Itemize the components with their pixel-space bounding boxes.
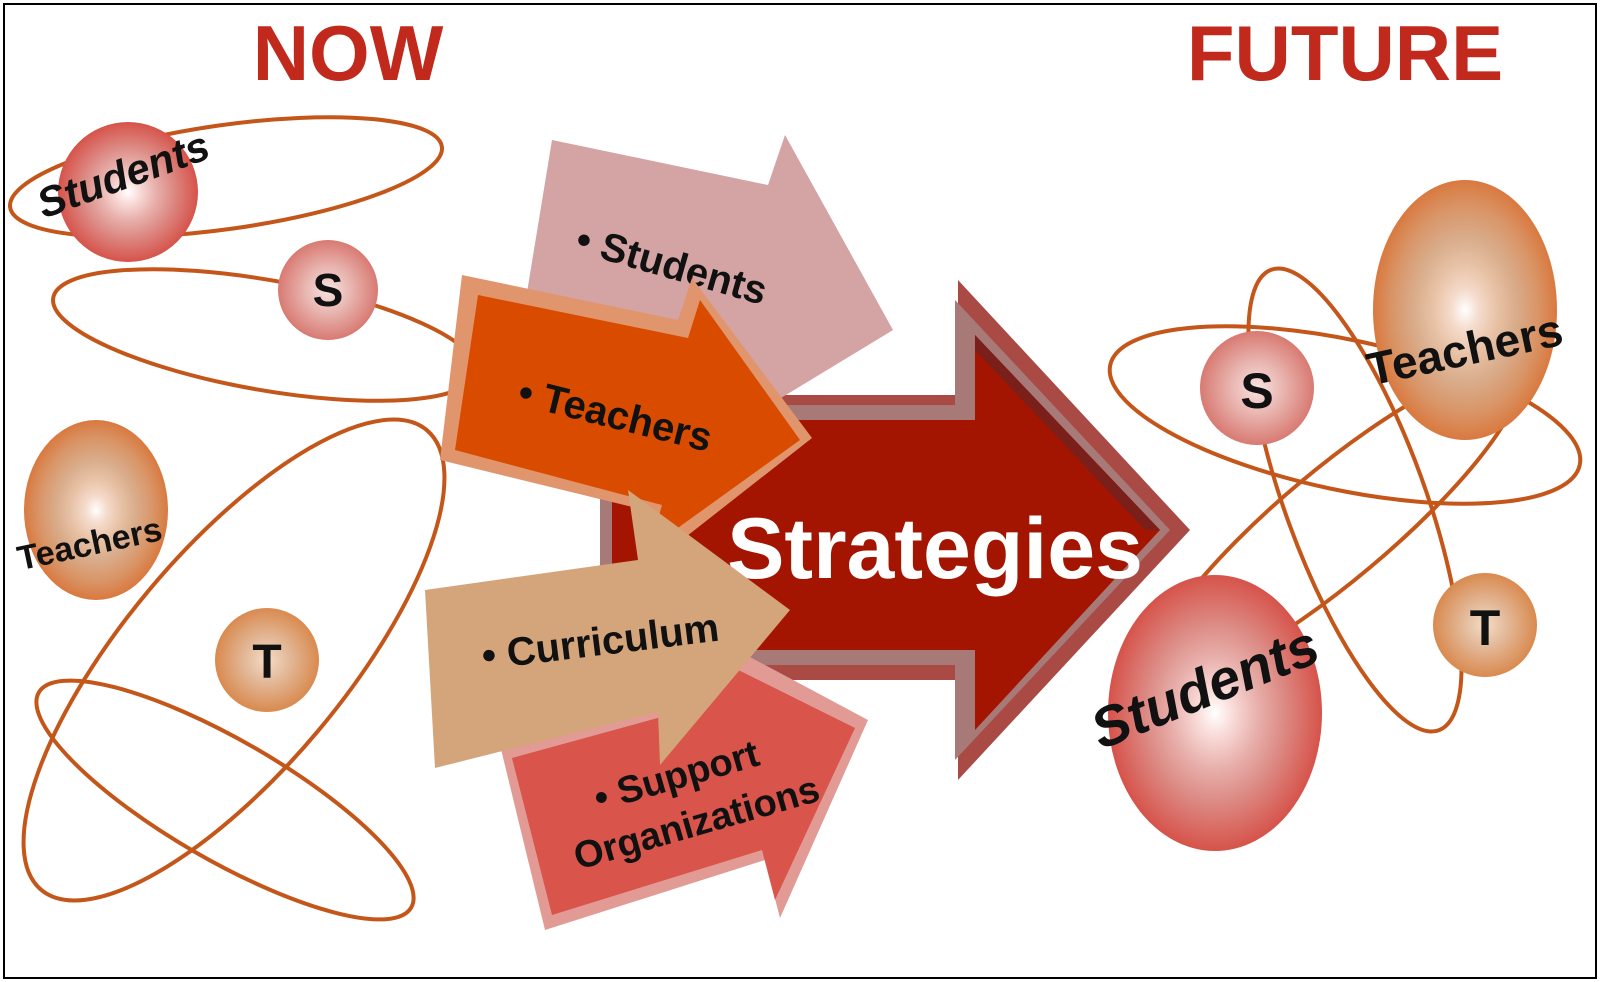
teachers-arrow: • Teachers bbox=[440, 275, 812, 565]
now-students-sphere bbox=[58, 122, 198, 262]
frame-border bbox=[3, 3, 1597, 979]
future-orbit-1 bbox=[1107, 324, 1583, 506]
now-t-sphere bbox=[215, 608, 319, 712]
future-teachers-sphere bbox=[1373, 180, 1557, 440]
curriculum-arrow-shape bbox=[425, 490, 790, 768]
now-s-label: S bbox=[313, 264, 344, 316]
students-arrow: • Students bbox=[520, 135, 893, 435]
now-orbit-t-1 bbox=[21, 417, 447, 903]
now-orbit-t-2 bbox=[34, 678, 416, 922]
main-arrow-highlight bbox=[975, 335, 1160, 530]
future-students-sphere bbox=[1108, 575, 1322, 851]
future-cluster: S Teachers T Students bbox=[1082, 180, 1583, 851]
now-s-sphere bbox=[278, 240, 378, 340]
heading-now: NOW bbox=[253, 9, 444, 97]
support-arrow-shape bbox=[512, 650, 855, 915]
heading-future: FUTURE bbox=[1187, 9, 1503, 97]
curriculum-arrow: • Curriculum bbox=[425, 490, 790, 768]
main-arrow-label: Strategies bbox=[727, 501, 1143, 597]
future-t-label: T bbox=[1470, 600, 1501, 656]
future-orbit-2 bbox=[1246, 266, 1464, 734]
now-orbit-s bbox=[51, 267, 479, 403]
now-t-label: T bbox=[252, 636, 281, 689]
now-cluster: Students S Teachers T bbox=[8, 115, 479, 922]
teachers-arrow-shape bbox=[455, 295, 800, 548]
future-s-sphere bbox=[1200, 331, 1314, 445]
students-arrow-shape bbox=[520, 135, 893, 435]
now-orbit-students bbox=[8, 115, 444, 239]
future-s-label: S bbox=[1240, 363, 1273, 419]
now-teachers-sphere bbox=[24, 420, 168, 600]
future-t-sphere bbox=[1433, 573, 1537, 677]
support-arrow: • Support Organizations bbox=[500, 625, 868, 930]
